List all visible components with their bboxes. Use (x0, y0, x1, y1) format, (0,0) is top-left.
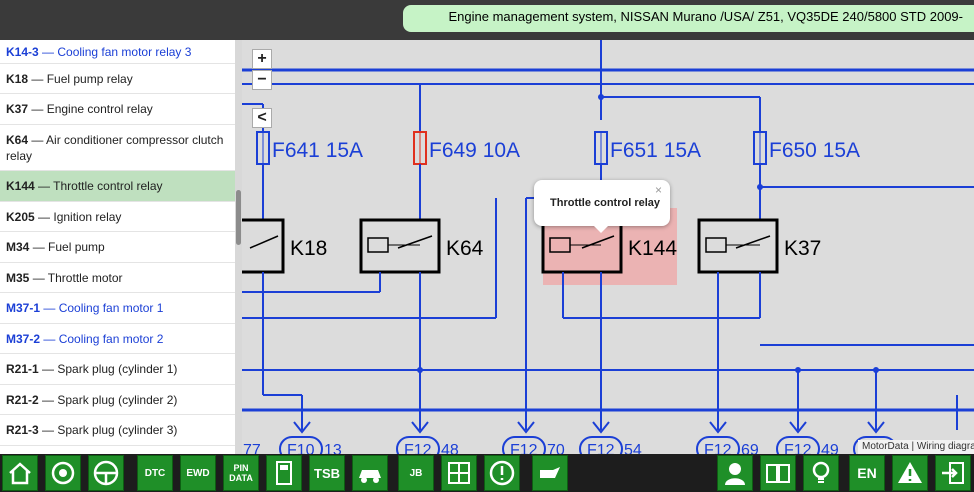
list-item[interactable]: K205 — Ignition relay (0, 202, 235, 232)
connector-pin: 48 (441, 442, 459, 454)
home-icon[interactable] (2, 455, 38, 491)
connector-pin: 13 (324, 442, 342, 454)
fuse-label: F650 15A (769, 139, 860, 162)
top-bar: Engine management system, NISSAN Murano … (0, 0, 974, 40)
tooltip-text: Throttle control relay (550, 197, 661, 209)
data-label: DATA (229, 473, 253, 483)
sidebar-scrollbar[interactable] (235, 40, 242, 454)
connector-pin: 54 (624, 442, 642, 454)
alert-icon[interactable] (892, 455, 928, 491)
wiring-diagram[interactable]: F641 15A F649 10A F651 15A F650 15A K18 … (242, 40, 974, 454)
manual-book-icon[interactable] (760, 455, 796, 491)
fuse-label: F651 15A (610, 139, 701, 162)
list-item[interactable]: K14-3 — Cooling fan motor relay 3 (0, 40, 235, 64)
close-icon[interactable]: × (654, 183, 662, 197)
list-item[interactable]: R21-3 — Spark plug (cylinder 3) (0, 415, 235, 446)
relay-label: K18 (290, 237, 327, 260)
zoom-out-button[interactable]: − (252, 70, 272, 90)
tsb-label: TSB (314, 465, 340, 481)
mechanic-icon[interactable] (717, 455, 753, 491)
tsb-icon[interactable]: TSB (309, 455, 345, 491)
engine-icon[interactable] (45, 455, 81, 491)
language-icon[interactable]: EN (849, 455, 885, 491)
connector-label: F12 (704, 442, 732, 454)
connector-pin: 69 (741, 442, 759, 454)
dtc-label: DTC (144, 467, 166, 479)
page-title: Engine management system, NISSAN Murano … (448, 9, 963, 24)
component-tooltip: Throttle control relay × (534, 180, 670, 233)
ewd-label: EWD (186, 467, 210, 479)
relay-label: K144 (628, 237, 677, 260)
connector-label: F12 (784, 442, 812, 454)
connector-label: F10 (287, 442, 315, 454)
fuse-label: F641 15A (272, 139, 363, 162)
pin-label: PIN (233, 463, 249, 473)
list-item[interactable]: M37-2 — Cooling fan motor 2 (0, 324, 235, 354)
relay-label: K37 (784, 237, 821, 260)
relay-label: K64 (446, 237, 484, 260)
list-item[interactable]: R21-2 — Spark plug (cylinder 2) (0, 385, 235, 415)
exit-icon[interactable] (935, 455, 971, 491)
car-repair-icon[interactable] (352, 455, 388, 491)
wiring-diagram-canvas: F641 15A F649 10A F651 15A F650 15A K18 … (242, 40, 974, 454)
list-item-selected[interactable]: K144 — Throttle control relay (0, 171, 235, 202)
zoom-in-button[interactable]: + (252, 49, 272, 69)
connector-label: F12 (587, 442, 615, 454)
collapse-panel-button[interactable]: < (252, 108, 272, 128)
scrollbar-thumb[interactable] (236, 190, 241, 245)
warning-circle-icon[interactable] (484, 455, 520, 491)
list-item[interactable]: M37-1 — Cooling fan motor 1 (0, 293, 235, 324)
component-list: K14-3 — Cooling fan motor relay 3 K18 — … (0, 40, 236, 454)
list-item[interactable]: M34 — Fuel pump (0, 232, 235, 263)
fuse-label: F649 10A (429, 139, 520, 162)
calculator-icon[interactable] (266, 455, 302, 491)
connector-label: F12 (404, 442, 432, 454)
list-item[interactable]: R21-1 — Spark plug (cylinder 1) (0, 354, 235, 385)
steering-wheel-icon[interactable] (88, 455, 124, 491)
connector-pin: 49 (821, 442, 839, 454)
connector-label: F12 (510, 442, 538, 454)
title-bar: Engine management system, NISSAN Murano … (403, 5, 974, 32)
bulb-icon[interactable] (803, 455, 839, 491)
list-item[interactable]: K64 — Air conditioner compressor clutch … (0, 125, 235, 171)
language-label: EN (857, 465, 877, 481)
list-item[interactable]: K37 — Engine control relay (0, 94, 235, 125)
jb-label: JB (409, 467, 423, 479)
list-item[interactable]: K18 — Fuel pump relay (0, 64, 235, 94)
ewd-icon[interactable]: EWD (180, 455, 216, 491)
oil-can-icon[interactable] (532, 455, 568, 491)
connector-pin: 70 (547, 442, 565, 454)
connector-pin: 77 (243, 442, 261, 454)
fuse-box-icon[interactable] (441, 455, 477, 491)
attribution: MotorData | Wiring diagram (858, 440, 974, 454)
list-item[interactable]: M35 — Throttle motor (0, 263, 235, 293)
dtc-icon[interactable]: DTC (137, 455, 173, 491)
junction-block-icon[interactable]: JB (398, 455, 434, 491)
